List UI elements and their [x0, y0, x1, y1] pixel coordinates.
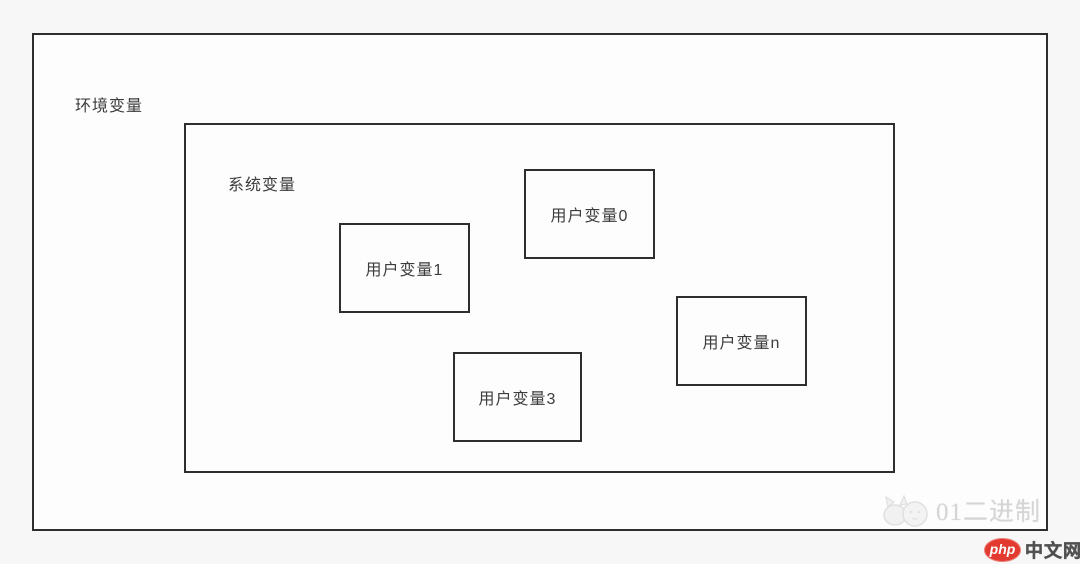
- user-variable-box-1: 用户变量1: [339, 223, 470, 313]
- user-variable-box-n: 用户变量n: [676, 296, 807, 386]
- user-variable-1-label: 用户变量1: [365, 262, 444, 279]
- user-variable-box-3: 用户变量3: [453, 352, 582, 442]
- php-site-logo: php 中文网: [984, 537, 1080, 563]
- php-logo-icon: php: [984, 538, 1021, 562]
- system-variables-label: 系统变量: [228, 177, 297, 194]
- user-variable-n-label: 用户变量n: [702, 335, 781, 352]
- user-variable-3-label: 用户变量3: [478, 391, 557, 408]
- environment-variables-label: 环境变量: [75, 98, 144, 115]
- site-name-text: 中文网: [1025, 541, 1080, 562]
- user-variable-box-0: 用户变量0: [524, 169, 655, 259]
- php-badge-text: php: [989, 541, 1016, 557]
- user-variable-0-label: 用户变量0: [550, 208, 629, 225]
